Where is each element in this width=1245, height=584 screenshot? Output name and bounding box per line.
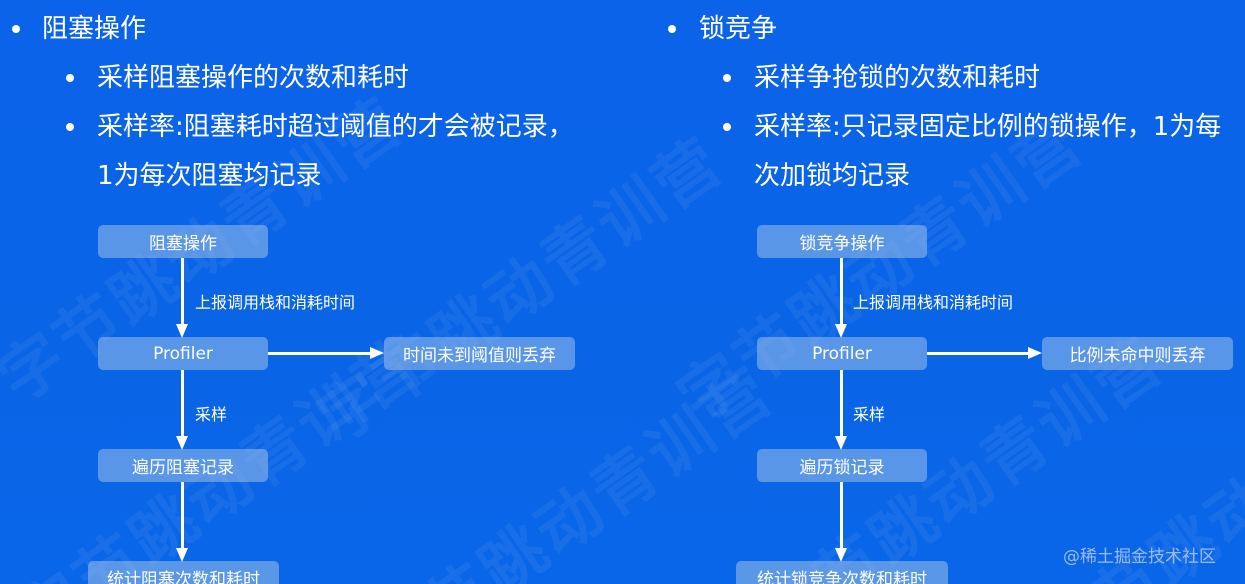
bullet-dot-icon: [668, 25, 676, 33]
flow-box-traverse: 遍历阻塞记录: [98, 449, 268, 482]
flow-edge-label: 上报调用栈和消耗时间: [195, 293, 356, 312]
flow-connector: [840, 370, 843, 440]
right-bullet-text: 采样率:只记录固定比例的锁操作，1为每: [754, 112, 1222, 142]
flow-box-start: 阻塞操作: [98, 225, 268, 258]
bullet-dot-icon: [12, 25, 20, 33]
arrow-down-icon: [835, 324, 847, 338]
flow-connector: [181, 258, 184, 328]
bullet-dot-icon: [723, 74, 731, 82]
watermark: 字节跳动青训营: [355, 354, 788, 584]
flow-connector: [268, 352, 372, 355]
arrow-down-icon: [835, 436, 847, 450]
arrow-down-icon: [176, 548, 188, 562]
flow-connector: [840, 258, 843, 328]
flow-box-traverse: 遍历锁记录: [757, 449, 927, 482]
left-bullet-text: 1为每次阻塞均记录: [97, 161, 322, 191]
flow-box-profiler: Profiler: [757, 337, 927, 370]
right-bullet-text: 次加锁均记录: [754, 161, 911, 191]
left-bullet-text: 采样率:阻塞耗时超过阈值的才会被记录，: [97, 112, 574, 142]
credit-watermark: @稀土掘金技术社区: [1063, 547, 1216, 567]
arrow-right-icon: [1028, 347, 1042, 359]
bullet-dot-icon: [66, 74, 74, 82]
right-bullet-text: 采样争抢锁的次数和耗时: [754, 63, 1041, 93]
bullet-dot-icon: [66, 123, 74, 131]
flow-box-profiler: Profiler: [98, 337, 268, 370]
left-title: 阻塞操作: [42, 14, 147, 44]
arrow-down-icon: [176, 324, 188, 338]
flow-edge-label: 采样: [195, 405, 228, 424]
flow-connector: [181, 482, 184, 552]
right-title: 锁竞争: [699, 14, 778, 44]
arrow-down-icon: [835, 548, 847, 562]
flow-edge-label: 采样: [853, 405, 886, 424]
flow-connector: [840, 482, 843, 552]
arrow-down-icon: [176, 436, 188, 450]
arrow-right-icon: [370, 347, 384, 359]
flow-box-start: 锁竞争操作: [757, 225, 927, 258]
watermark: 字节跳动青训营: [305, 124, 738, 458]
right-bullet-2-cont: 次加锁均记录: [754, 152, 910, 200]
left-bullet-text: 采样阻塞操作的次数和耗时: [97, 63, 410, 93]
flow-box-stats: 统计阻塞次数和耗时: [88, 561, 279, 584]
flow-box-discard: 比例未命中则丢弃: [1042, 337, 1233, 370]
flow-box-discard: 时间未到阈值则丢弃: [384, 337, 575, 370]
flow-connector: [181, 370, 184, 440]
left-bullet-2-cont: 1为每次阻塞均记录: [97, 152, 322, 200]
flow-edge-label: 上报调用栈和消耗时间: [853, 293, 1014, 312]
bullet-dot-icon: [723, 123, 731, 131]
flow-box-stats: 统计锁竞争次数和耗时: [736, 561, 948, 584]
flow-connector: [927, 352, 1029, 355]
